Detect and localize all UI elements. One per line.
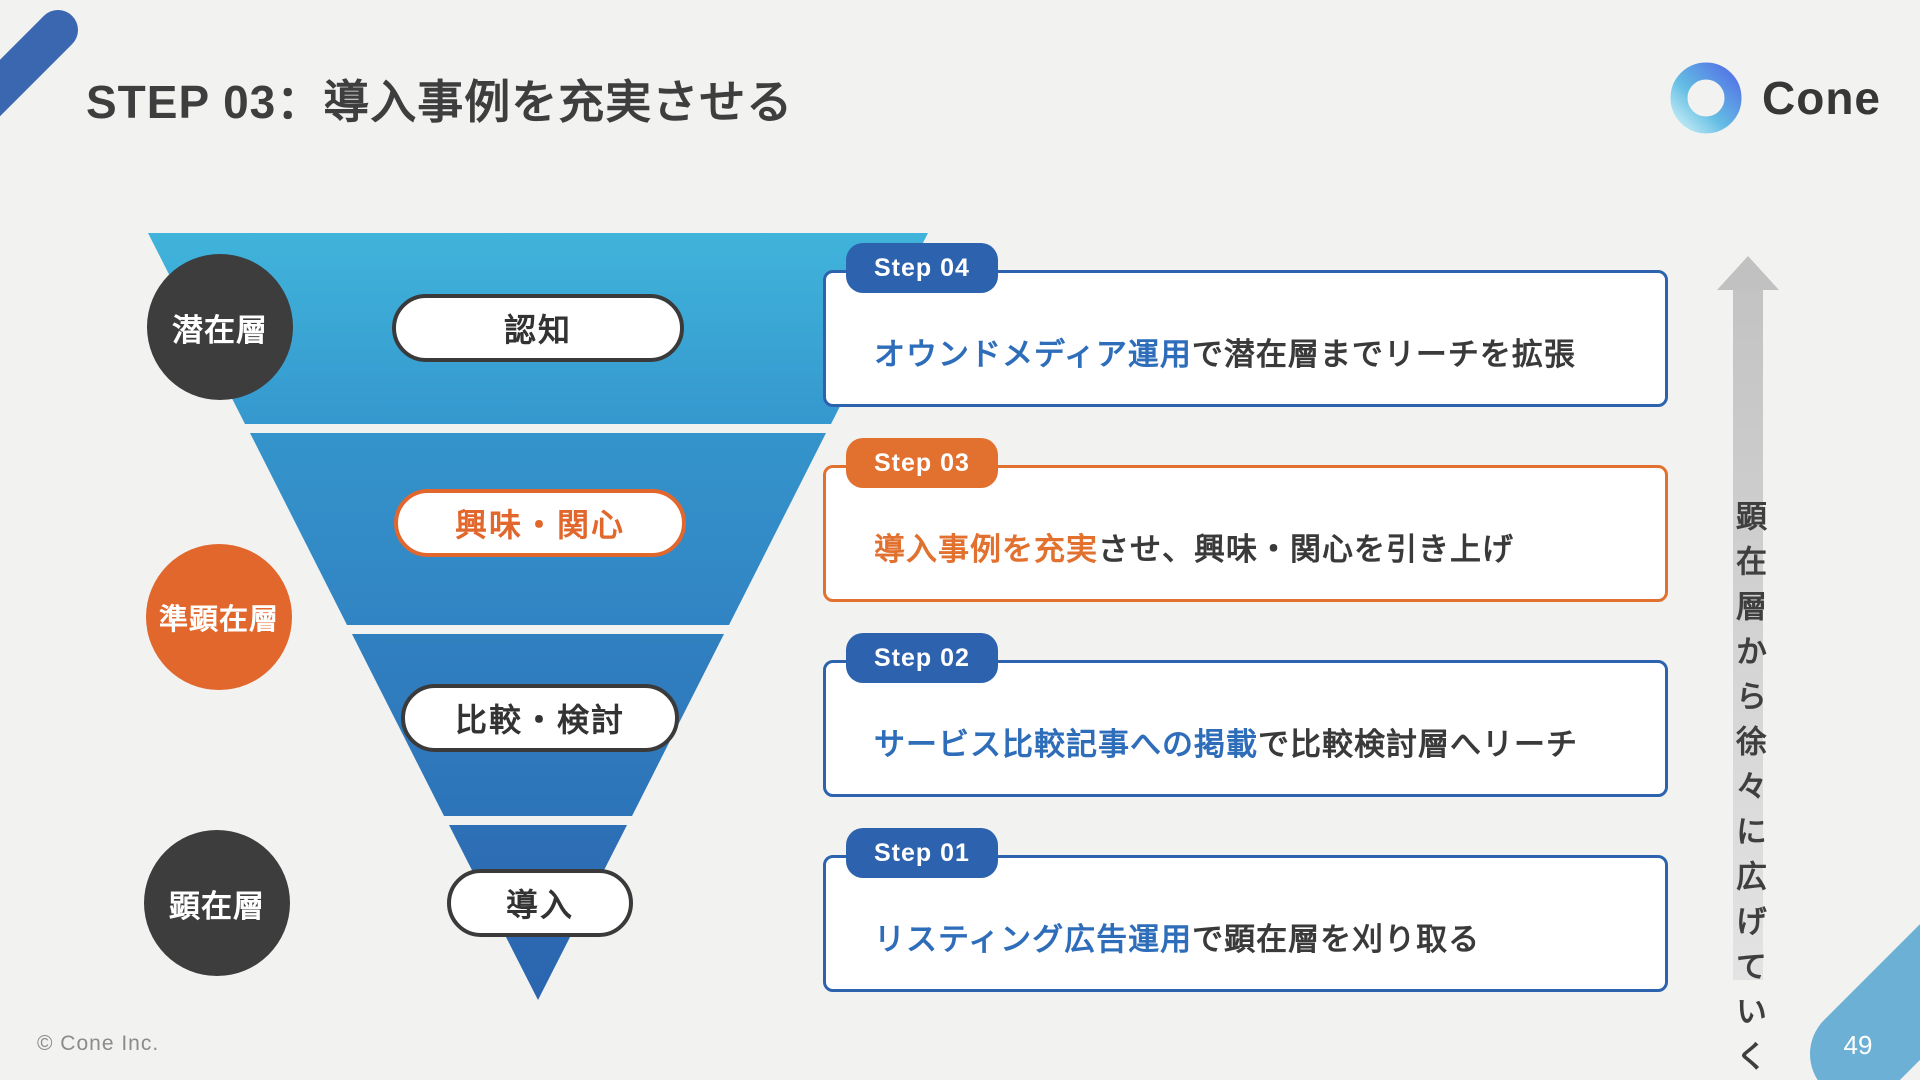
step-badge-03: Step 03 — [846, 438, 998, 488]
page-number: 49 — [1843, 1030, 1873, 1060]
step-text-02-highlight: サービス比較記事への掲載 — [874, 727, 1258, 762]
expansion-arrow-head-icon — [1717, 256, 1779, 290]
step-card-01: Step 01 リスティング広告運用で顕在層を刈り取る — [823, 828, 1668, 992]
step-text-01: リスティング広告運用で顕在層を刈り取る — [874, 914, 1480, 959]
step-badge-04: Step 04 — [846, 243, 998, 293]
stage-pill-adoption-label: 導入 — [505, 887, 574, 923]
step-text-01-highlight: リスティング広告運用 — [874, 922, 1193, 957]
step-card-04: Step 04 オウンドメディア運用で潜在層までリーチを拡張 — [823, 243, 1668, 407]
cone-logo: Cone — [1668, 60, 1881, 136]
stage-pill-interest-label: 興味・関心 — [454, 507, 625, 543]
step-badge-01: Step 01 — [846, 828, 998, 878]
step-text-03: 導入事例を充実させ、興味・関心を引き上げ — [874, 524, 1514, 569]
expansion-arrow-shaft — [1733, 289, 1763, 980]
page-title: STEP 03：導入事例を充実させる — [86, 76, 794, 128]
step-text-01-rest: で顕在層を刈り取る — [1192, 922, 1481, 957]
copyright-text: © Cone Inc. — [37, 1032, 160, 1055]
cone-logo-ring-icon — [1670, 62, 1742, 134]
stage-pill-adoption: 導入 — [447, 869, 633, 937]
audience-circle-apparent-label: 顕在層 — [169, 888, 265, 924]
step-badge-02: Step 02 — [846, 633, 998, 683]
step-text-03-rest: させ、興味・関心を引き上げ — [1098, 532, 1514, 567]
audience-circle-apparent: 顕在層 — [144, 830, 290, 976]
stage-pill-comparison-label: 比較・検討 — [454, 702, 625, 738]
step-text-02-rest: で比較検討層へリーチ — [1258, 727, 1578, 762]
step-text-04: オウンドメディア運用で潜在層までリーチを拡張 — [874, 329, 1576, 374]
audience-circle-latent: 潜在層 — [147, 254, 293, 400]
audience-circle-semi-apparent-label: 準顕在層 — [158, 604, 279, 636]
step-text-02: サービス比較記事への掲載で比較検討層へリーチ — [874, 719, 1578, 764]
step-card-02: Step 02 サービス比較記事への掲載で比較検討層へリーチ — [823, 633, 1668, 797]
stage-pill-interest: 興味・関心 — [394, 489, 686, 557]
cone-logo-text: Cone — [1762, 72, 1881, 124]
expansion-arrow-note: 顕在層から徐々に広げていく — [1731, 500, 1766, 1080]
audience-circle-semi-apparent: 準顕在層 — [146, 544, 292, 690]
stage-pill-comparison: 比較・検討 — [401, 684, 679, 752]
stage-pill-awareness-label: 認知 — [503, 312, 572, 348]
step-text-04-rest: で潜在層までリーチを拡張 — [1191, 337, 1576, 372]
step-card-03: Step 03 導入事例を充実させ、興味・関心を引き上げ — [823, 438, 1668, 602]
stage-pill-awareness: 認知 — [392, 294, 684, 362]
audience-circle-latent-label: 潜在層 — [172, 312, 268, 348]
step-text-04-highlight: オウンドメディア運用 — [874, 337, 1192, 372]
step-text-03-highlight: 導入事例を充実 — [874, 532, 1098, 567]
